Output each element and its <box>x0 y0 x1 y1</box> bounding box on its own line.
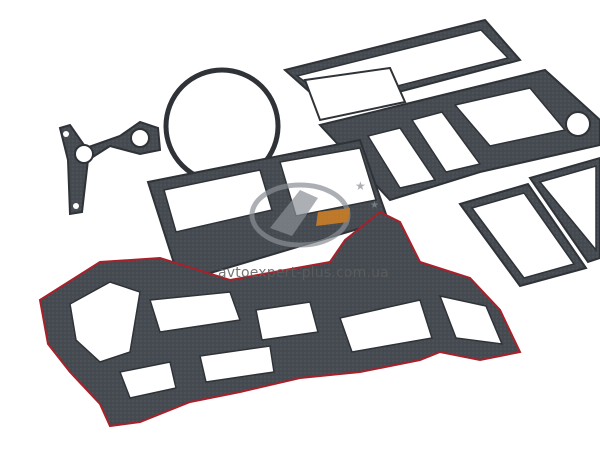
watermark-text: avtoexpert-plus.com.ua <box>218 265 389 281</box>
right-lower-gaskets <box>458 156 600 288</box>
front-cover-gasket <box>38 210 522 428</box>
bracket-gasket <box>58 120 162 216</box>
top-plate-gasket <box>282 18 522 122</box>
svg-text:★: ★ <box>355 179 366 193</box>
svg-text:★: ★ <box>370 200 379 211</box>
watermark-logo-icon: ★ ★ <box>249 179 379 248</box>
right-frame-gasket <box>318 68 600 202</box>
